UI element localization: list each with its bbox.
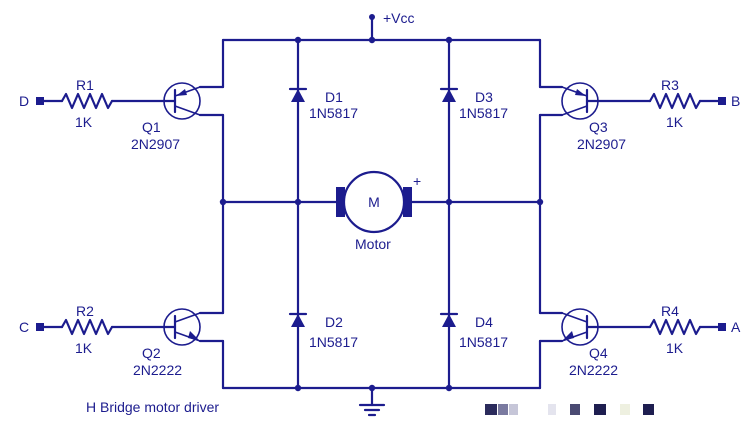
r4-value: 1K — [666, 340, 684, 356]
transistor-q2: Q2 2N2222 — [133, 308, 201, 378]
r1-name: R1 — [76, 77, 94, 93]
q3-part: 2N2907 — [577, 136, 626, 152]
input-a-label: A — [731, 319, 741, 335]
watermark-logo — [485, 404, 654, 415]
q1-name: Q1 — [142, 119, 161, 135]
vcc-label: +Vcc — [383, 10, 415, 26]
d1-part: 1N5817 — [309, 105, 358, 121]
motor-polarity: + — [413, 173, 421, 189]
d1-name: D1 — [325, 89, 343, 105]
diode-d3: D3 1N5817 — [439, 87, 508, 121]
motor-symbol: M — [368, 194, 380, 210]
motor-label: Motor — [355, 236, 391, 252]
q2-name: Q2 — [142, 345, 161, 361]
r3-name: R3 — [661, 77, 679, 93]
input-c-label: C — [19, 319, 29, 335]
resistor-r2: R2 1K — [60, 303, 114, 356]
motor: M + Motor — [336, 170, 421, 252]
diode-d1: D1 1N5817 — [288, 87, 358, 121]
d3-name: D3 — [475, 89, 493, 105]
d4-name: D4 — [475, 314, 493, 330]
input-c: C — [19, 319, 44, 335]
q4-part: 2N2222 — [569, 362, 618, 378]
input-a: A — [718, 319, 741, 335]
input-b-label: B — [731, 93, 740, 109]
diode-d2: D2 1N5817 — [288, 312, 358, 350]
r2-name: R2 — [76, 303, 94, 319]
r2-value: 1K — [75, 340, 93, 356]
q4-name: Q4 — [589, 345, 608, 361]
diode-d4: D4 1N5817 — [439, 312, 508, 350]
resistor-r3: R3 1K — [648, 77, 702, 130]
d4-part: 1N5817 — [459, 334, 508, 350]
vcc-terminal: +Vcc — [369, 10, 415, 26]
resistor-r4: R4 1K — [648, 303, 702, 356]
transistor-q1: Q1 2N2907 — [131, 82, 201, 152]
d2-name: D2 — [325, 314, 343, 330]
transistor-q4: Q4 2N2222 — [561, 308, 618, 378]
q1-part: 2N2907 — [131, 136, 180, 152]
r4-name: R4 — [661, 303, 679, 319]
d3-part: 1N5817 — [459, 105, 508, 121]
input-b: B — [718, 93, 740, 109]
r3-value: 1K — [666, 114, 684, 130]
input-d: D — [19, 93, 44, 109]
ground-symbol — [358, 403, 386, 417]
r1-value: 1K — [75, 114, 93, 130]
q3-name: Q3 — [589, 119, 608, 135]
diagram-caption: H Bridge motor driver — [86, 399, 219, 415]
q2-part: 2N2222 — [133, 362, 182, 378]
resistor-r1: R1 1K — [60, 77, 114, 130]
transistor-q3: Q3 2N2907 — [561, 82, 626, 152]
junctions — [219, 36, 544, 392]
d2-part: 1N5817 — [309, 334, 358, 350]
input-d-label: D — [19, 93, 29, 109]
